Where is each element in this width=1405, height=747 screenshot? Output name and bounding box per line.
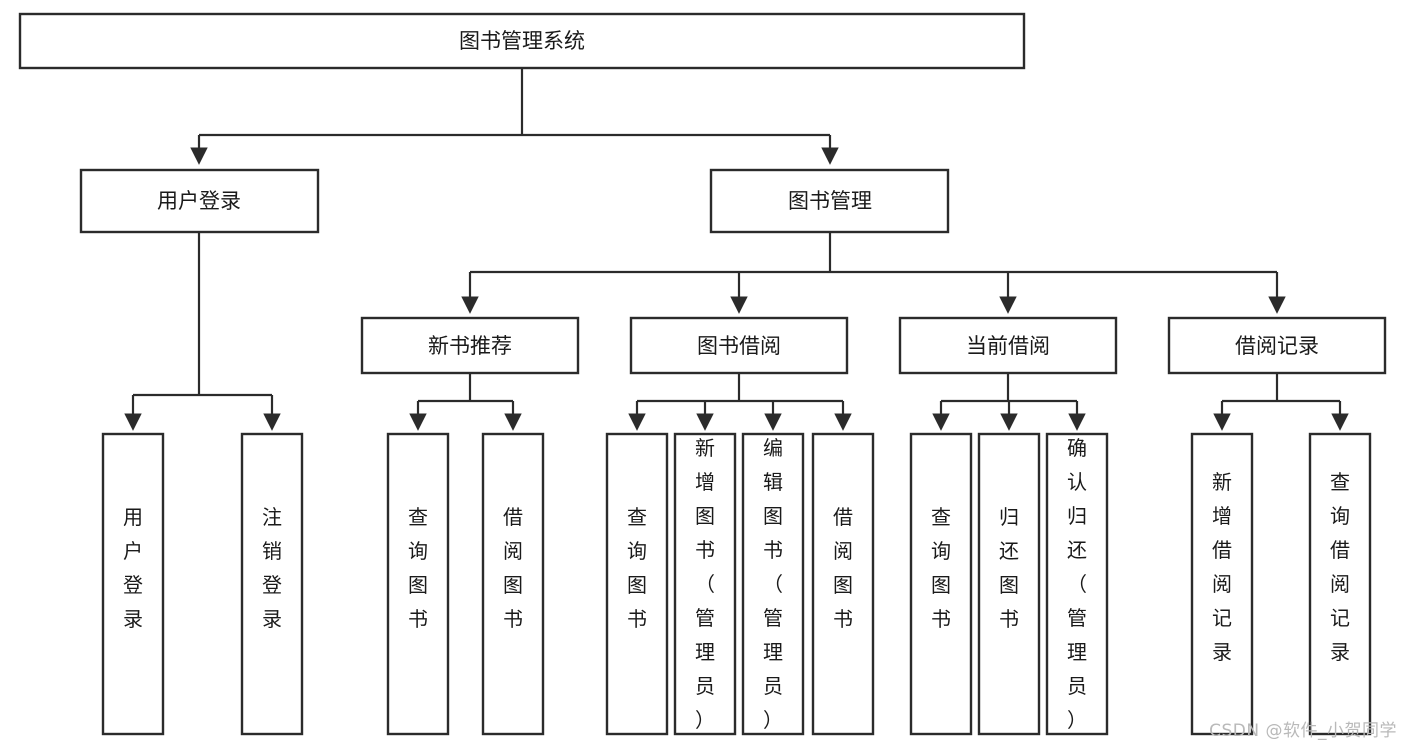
node-root[interactable]: 图书管理系统 [18,12,1026,70]
leaf-box[interactable] [977,432,1041,736]
leaf-box[interactable] [1190,432,1254,736]
node-root-label: 图书管理系统 [459,29,585,53]
leaf-current-borrow-1[interactable]: 归还图书 [977,432,1041,736]
leaf-label: 新增借阅记录 [1212,470,1232,664]
leaf-box[interactable] [909,432,973,736]
leaf-label: 查询图书 [931,505,951,631]
node-current-borrow-label: 当前借阅 [966,334,1050,358]
leaf-label: 借阅图书 [833,505,853,631]
leaf-current-borrow-0[interactable]: 查询图书 [909,432,973,736]
node-borrow-record-box[interactable] [1167,316,1387,375]
leaf-box[interactable] [811,432,875,736]
leaf-current-borrow-2[interactable]: 确认归还（管理员） [1045,432,1109,736]
leaf-new-book-1[interactable]: 借阅图书 [481,432,545,736]
leaf-label: 确认归还（管理员） [1067,436,1087,732]
leaf-box[interactable] [386,432,450,736]
csdn-watermark: CSDN @软件_小贺同学 [1209,721,1397,741]
leaf-box[interactable] [673,432,737,736]
leaf-box[interactable] [240,432,304,736]
node-new-book-box[interactable] [360,316,580,375]
node-user-login[interactable]: 用户登录 [79,168,320,234]
node-borrow-record-label: 借阅记录 [1235,334,1319,358]
leaf-box[interactable] [101,432,165,736]
node-borrow-record[interactable]: 借阅记录 [1167,316,1387,375]
node-book-borrow[interactable]: 图书借阅 [629,316,849,375]
node-new-book-label: 新书推荐 [428,334,512,358]
leaf-box[interactable] [605,432,669,736]
leaf-book-borrow-3[interactable]: 借阅图书 [811,432,875,736]
leaf-box[interactable] [1045,432,1109,736]
leaf-label: 编辑图书（管理员） [763,436,783,732]
node-user-login-label: 用户登录 [157,189,241,213]
leaf-label: 查询图书 [408,505,428,631]
leaf-book-borrow-2[interactable]: 编辑图书（管理员） [741,432,805,736]
node-new-book[interactable]: 新书推荐 [360,316,580,375]
connector-layer [124,68,1349,431]
leaf-new-book-0[interactable]: 查询图书 [386,432,450,736]
leaf-label: 借阅图书 [503,505,523,631]
node-current-borrow[interactable]: 当前借阅 [898,316,1118,375]
leaf-user-login-0[interactable]: 用户登录 [101,432,165,736]
leaf-box[interactable] [1308,432,1372,736]
leaf-label: 归还图书 [999,505,1019,631]
node-current-borrow-box[interactable] [898,316,1118,375]
node-book-manage[interactable]: 图书管理 [709,168,950,234]
leaf-borrow-record-0[interactable]: 新增借阅记录 [1190,432,1254,736]
leaf-label: 新增图书（管理员） [695,436,715,732]
node-book-manage-label: 图书管理 [788,189,872,213]
leaf-label: 用户登录 [123,505,143,631]
node-root-box[interactable] [18,12,1026,70]
leaf-user-login-1[interactable]: 注销登录 [240,432,304,736]
leaf-borrow-record-1[interactable]: 查询借阅记录 [1308,432,1372,736]
node-book-borrow-box[interactable] [629,316,849,375]
leaf-book-borrow-0[interactable]: 查询图书 [605,432,669,736]
node-book-borrow-label: 图书借阅 [697,334,781,358]
leaf-book-borrow-1[interactable]: 新增图书（管理员） [673,432,737,736]
leaf-box[interactable] [741,432,805,736]
leaf-label: 注销登录 [262,505,282,631]
node-book-manage-box[interactable] [709,168,950,234]
leaf-box[interactable] [481,432,545,736]
node-user-login-box[interactable] [79,168,320,234]
leaf-label: 查询图书 [627,505,647,631]
leaf-label: 查询借阅记录 [1330,470,1350,664]
